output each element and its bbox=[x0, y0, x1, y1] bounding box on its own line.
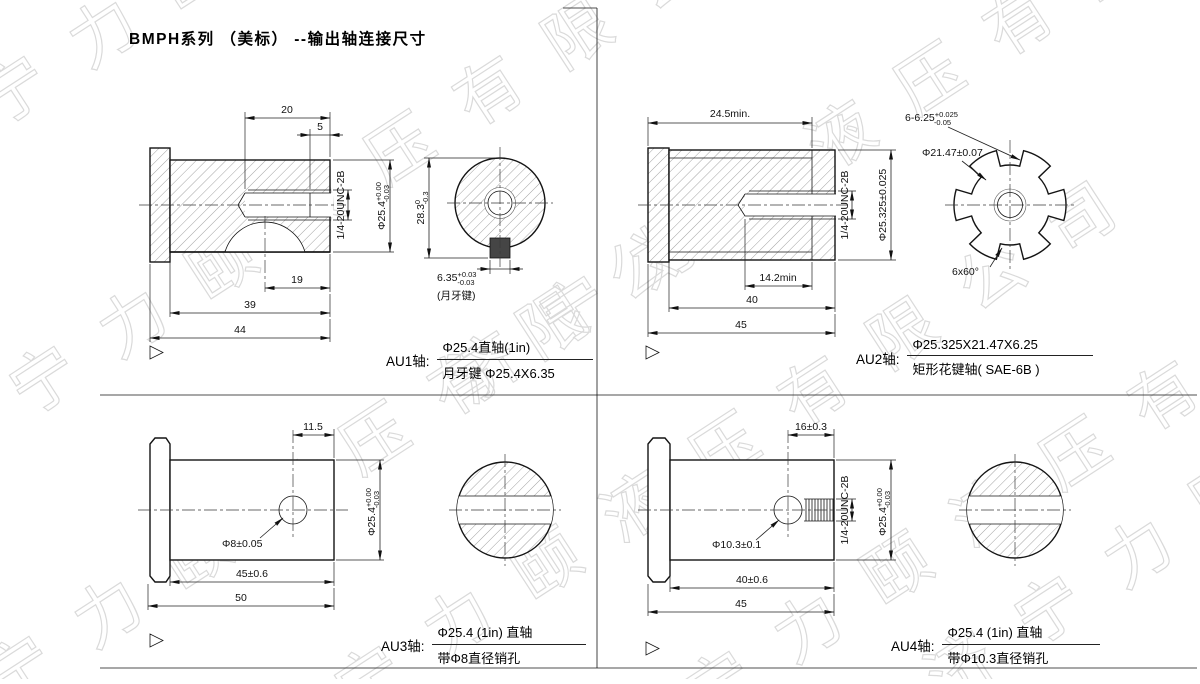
au1-keywidth-text: 6.35+0.03-0.03 bbox=[437, 270, 476, 287]
au1-dim-283-text: 28.30-0.3 bbox=[413, 191, 430, 224]
page-title: BMPH系列 （美标） --输出轴连接尺寸 bbox=[129, 31, 427, 48]
au2-dim-40-text: 40 bbox=[746, 294, 758, 306]
au4-shaft-view bbox=[638, 430, 848, 583]
au1-dim-19: 19 bbox=[264, 254, 331, 292]
au3-end-view bbox=[449, 454, 561, 566]
corner-mark bbox=[149, 633, 164, 648]
au1-dia-dim: Φ25.4+0.00-0.03 bbox=[333, 159, 394, 253]
au3-desc-line1: Φ25.4 (1in) 直轴 bbox=[431, 622, 586, 645]
au4-thread-text: 1/4-20UNC-2B bbox=[839, 476, 851, 545]
au2-dia-text: Φ25.325±0.025 bbox=[877, 169, 889, 242]
au2-desc-line2: 矩形花键轴( SAE-6B ) bbox=[912, 362, 1040, 377]
au1-desc-line2: 月牙键 Φ25.4X6.35 bbox=[442, 366, 555, 381]
au3-dim-45: 45±0.6 bbox=[169, 562, 335, 586]
au4-dia-text: Φ25.4+0.00-0.03 bbox=[875, 488, 892, 536]
au4-name: AU4轴: bbox=[891, 638, 935, 654]
au2-angle-text: 6x60° bbox=[952, 266, 979, 278]
au4-dim-40: 40±0.6 bbox=[669, 562, 835, 592]
au4-pinhole-text: Φ10.3±0.1 bbox=[712, 539, 761, 551]
au1-dim-19-text: 19 bbox=[291, 274, 303, 286]
au3-drawing: 11.5 Φ8±0.05 Φ25.4+0.00-0.03 45±0.6 50 bbox=[138, 421, 561, 648]
au1-desc: Φ25.4直轴(1in) 月牙键 Φ25.4X6.35 bbox=[436, 337, 593, 382]
au3-label: AU3轴: Φ25.4 (1in) 直轴 带Φ8直径销孔 bbox=[381, 622, 586, 667]
au1-dim-39: 39 bbox=[169, 254, 331, 317]
au4-desc: Φ25.4 (1in) 直轴 带Φ10.3直径销孔 bbox=[941, 622, 1100, 667]
au3-dim-45-text: 45±0.6 bbox=[236, 568, 268, 580]
au2-angle-callout: 6x60° bbox=[952, 247, 1003, 278]
au4-dim-45: 45 bbox=[647, 584, 835, 616]
au2-label: AU2轴: Φ25.325X21.47X6.25 矩形花键轴( SAE-6B ) bbox=[856, 337, 1093, 378]
au1-label: AU1轴: Φ25.4直轴(1in) 月牙键 Φ25.4X6.35 bbox=[386, 337, 593, 382]
au3-pinhole-text: Φ8±0.05 bbox=[222, 538, 263, 550]
au1-thread-callout: 1/4-20UNC-2B bbox=[333, 171, 352, 240]
au3-pinhole-callout: Φ8±0.05 bbox=[222, 517, 284, 550]
au4-desc-line1: Φ25.4 (1in) 直轴 bbox=[941, 622, 1100, 645]
au1-name: AU1轴: bbox=[386, 353, 430, 369]
au3-dim-50-text: 50 bbox=[235, 592, 247, 604]
au2-drawing: 24.5min. 1/4-20UNC-2B Φ25.325±0.025 14.2… bbox=[638, 108, 1075, 360]
au1-thread-text: 1/4-20UNC-2B bbox=[335, 171, 347, 240]
au2-name: AU2轴: bbox=[856, 351, 900, 367]
au1-keywidth-dim: 6.35+0.03-0.03 (月牙键) bbox=[437, 260, 523, 302]
au2-minordia-callout: Φ21.47±0.07 bbox=[922, 147, 987, 181]
au2-desc-line1: Φ25.325X21.47X6.25 bbox=[906, 337, 1093, 356]
au2-dia-dim: Φ25.325±0.025 bbox=[838, 149, 896, 261]
au4-desc-line2: 带Φ10.3直径销孔 bbox=[947, 651, 1049, 666]
au2-desc: Φ25.325X21.47X6.25 矩形花键轴( SAE-6B ) bbox=[906, 337, 1093, 378]
au2-dim-245: 24.5min. bbox=[647, 108, 813, 148]
au3-dim-115: 11.5 bbox=[292, 421, 335, 458]
corner-mark bbox=[149, 345, 164, 360]
au3-desc: Φ25.4 (1in) 直轴 带Φ8直径销孔 bbox=[431, 622, 586, 667]
au1-end-view bbox=[447, 147, 553, 267]
au1-dim-39-text: 39 bbox=[244, 299, 256, 311]
au3-dim-115-text: 11.5 bbox=[303, 421, 323, 433]
au4-dim-45-text: 45 bbox=[735, 598, 747, 610]
au2-dim-40: 40 bbox=[668, 262, 836, 312]
au1-desc-line1: Φ25.4直轴(1in) bbox=[436, 337, 593, 360]
au4-dim-40-text: 40±0.6 bbox=[736, 574, 768, 586]
corner-mark bbox=[645, 345, 660, 360]
au2-minordia-text: Φ21.47±0.07 bbox=[922, 147, 983, 159]
au4-thread-callout: 1/4-20UNC-2B bbox=[836, 476, 856, 545]
au1-dim-44-text: 44 bbox=[234, 324, 246, 336]
au4-dia-dim: Φ25.4+0.00-0.03 bbox=[836, 459, 896, 561]
au2-thread-text: 1/4-20UNC-2B bbox=[839, 171, 851, 240]
au2-dim-142: 14.2min bbox=[744, 219, 813, 290]
au3-dia-text: Φ25.4+0.00-0.03 bbox=[364, 488, 381, 536]
sheet-dividers bbox=[100, 7, 1197, 669]
au2-shaft-section bbox=[638, 147, 848, 263]
au4-drawing: 16±0.3 Φ10.3±0.1 1/4-20UNC-2B Φ25.4+0.00… bbox=[638, 421, 1071, 656]
au3-dim-50: 50 bbox=[147, 584, 335, 610]
au1-key-note-text: (月牙键) bbox=[437, 289, 476, 302]
corner-mark bbox=[645, 641, 660, 656]
au4-pinhole-callout: Φ10.3±0.1 bbox=[712, 519, 780, 551]
au2-splinewidth-text: 6-6.25+0.025-0.05 bbox=[905, 110, 958, 127]
au4-dim-16: 16±0.3 bbox=[787, 421, 835, 458]
au1-shaft-section bbox=[139, 147, 346, 292]
au1-dim-5-text: 5 bbox=[317, 121, 323, 133]
au3-shaft-view bbox=[138, 430, 348, 583]
au4-dim-16-text: 16±0.3 bbox=[795, 421, 827, 433]
au3-dia-dim: Φ25.4+0.00-0.03 bbox=[336, 459, 384, 561]
au3-desc-line2: 带Φ8直径销孔 bbox=[437, 651, 521, 666]
au1-drawing: 20 5 1/4-20UNC-2B Φ25.4+0.00-0.03 28.30-… bbox=[139, 104, 553, 360]
au1-dia-text: Φ25.4+0.00-0.03 bbox=[374, 182, 391, 230]
au2-thread-callout: 1/4-20UNC-2B bbox=[838, 171, 856, 240]
au2-dim-45: 45 bbox=[647, 264, 836, 337]
au3-name: AU3轴: bbox=[381, 638, 425, 654]
au4-end-view bbox=[959, 454, 1071, 566]
au4-label: AU4轴: Φ25.4 (1in) 直轴 带Φ10.3直径销孔 bbox=[891, 622, 1100, 667]
au2-dim-245-text: 24.5min. bbox=[710, 108, 750, 120]
au2-dim-142-text: 14.2min bbox=[759, 272, 797, 284]
au1-dim-283: 28.30-0.3 bbox=[413, 157, 496, 259]
au2-splinewidth-callout: 6-6.25+0.025-0.05 bbox=[905, 110, 1021, 161]
au1-dim-44: 44 bbox=[149, 264, 331, 342]
au1-dim-5: 5 bbox=[297, 121, 343, 189]
au2-dim-45-text: 45 bbox=[735, 319, 747, 331]
au1-dim-20-text: 20 bbox=[281, 104, 293, 116]
